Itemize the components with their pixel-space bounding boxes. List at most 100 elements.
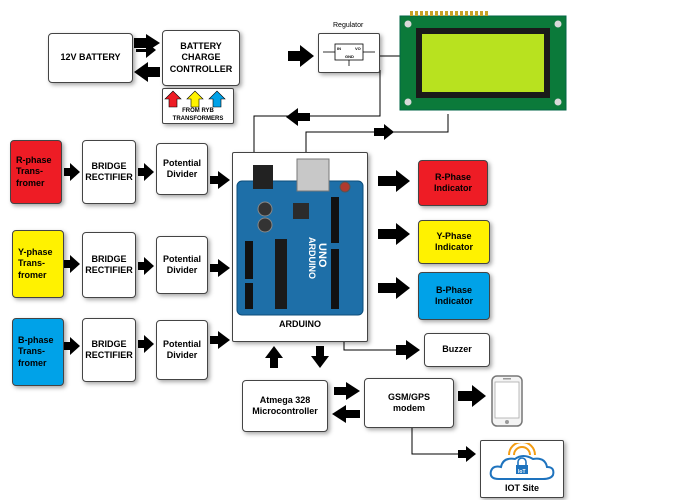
gsm-line1: GSM/GPS [387,391,430,402]
r-divider-line2: Divider [166,169,198,179]
battery-label: 12V BATTERY [60,52,121,63]
ryb-box: FROM RYB TRANSFORMERS [162,88,234,124]
controller-to-regulator-arrow [288,45,314,67]
micro-to-arduino-arrow-up [265,346,283,368]
y-rectifier-line1: BRIDGE [91,253,127,264]
b-transformer-to-rectifier-arrow [64,337,80,355]
r-phase-transformer: R-phase Trans- fromer [10,140,62,204]
arduino-label: ARDUINO [279,319,321,329]
charge-controller-box: BATTERY CHARGE CONTROLLER [162,30,240,86]
iot-cloud-text: IoT [518,469,526,475]
r-rectifier-line1: BRIDGE [91,160,127,171]
r-transformer-line2: Trans- [16,166,44,177]
b-indicator-arrow [378,277,410,299]
micro-to-gsm-arrow [334,382,360,400]
regulator-box: IN VO GND [318,33,380,73]
r-divider-to-arduino-arrow [210,171,230,189]
smartphone-icon [491,375,523,427]
gsm-to-iot-wire [411,428,460,455]
y-indicator-line1: Y-Phase [436,230,472,241]
r-indicator-arrow [378,170,410,192]
r-bridge-rectifier: BRIDGE RECTIFIER [82,140,136,204]
regulator-out-pin: VO [355,46,361,51]
buzzer-arrow [396,340,420,360]
b-transformer-line3: fromer [18,357,47,368]
ryb-caption-line2: TRANSFORMERS [172,115,224,122]
y-divider-line1: Potential [162,253,201,264]
r-transformer-to-rectifier-arrow [64,163,80,181]
controller-to-battery-arrow [134,62,160,82]
y-indicator-arrow [378,223,410,245]
r-divider-line1: Potential [162,157,201,168]
iot-arrow [458,446,476,462]
lcd-display [399,11,567,111]
arduino-box: ARDUINO UNO ARDUINO [232,152,368,342]
b-indicator-line1: B-Phase [435,284,472,295]
micro-line2: Microcontroller [252,406,318,416]
microcontroller-box: Atmega 328 Microcontroller [242,380,328,432]
b-indicator-line2: Indicator [434,296,473,306]
battery-to-controller-arrow [134,34,160,58]
regulator-icon: IN VO GND [323,43,375,66]
y-transformer-line2: Trans- [18,258,46,269]
b-transformer-line1: B-phase [18,335,54,346]
board-model-text: UNO [316,243,328,268]
b-phase-transformer: B-phase Trans- fromer [12,318,64,386]
gsm-modem-box: GSM/GPS modem [364,378,454,428]
y-potential-divider: Potential Divider [156,236,208,294]
y-divider-line2: Divider [166,265,198,275]
arduino-board-image: ARDUINO UNO [236,158,364,316]
b-rectifier-to-divider-arrow [138,335,154,353]
y-transformer-line1: Y-phase [18,247,53,258]
y-transformer-line3: fromer [18,269,47,280]
board-brand-text: ARDUINO [307,237,317,279]
y-rectifier-line2: RECTIFIER [85,265,133,275]
controller-line1: BATTERY [180,41,222,52]
iot-site-box: IoT IOT Site [480,440,564,498]
gsm-to-micro-arrow [332,405,360,423]
b-rectifier-line2: RECTIFIER [85,350,133,360]
y-divider-to-arduino-arrow [210,259,230,277]
b-potential-divider: Potential Divider [156,320,208,380]
r-indicator-line1: R-Phase [434,171,471,182]
gsm-to-phone-arrow [458,385,486,407]
arduino-to-micro-arrow-down [311,346,329,368]
b-divider-line1: Potential [162,338,201,349]
y-indicator-line2: Indicator [434,242,473,252]
r-rectifier-line2: RECTIFIER [85,172,133,182]
b-divider-line2: Divider [166,350,198,360]
r-rectifier-to-divider-arrow [138,163,154,181]
iot-cloud-icon: IoT [489,443,555,480]
y-phase-indicator: Y-Phase Indicator [418,220,490,264]
regulator-gnd-pin: GND [345,54,354,59]
r-potential-divider: Potential Divider [156,143,208,195]
iot-label: IOT Site [504,482,539,493]
b-bridge-rectifier: BRIDGE RECTIFIER [82,318,136,382]
y-transformer-to-rectifier-arrow [64,255,80,273]
r-transformer-line3: fromer [16,177,45,188]
ryb-arrows-icon [164,90,226,108]
buzzer-label: Buzzer [442,344,472,355]
gsm-line2: modem [392,403,425,413]
arduino-to-buzzer-wire [343,340,398,351]
y-rectifier-to-divider-arrow [138,257,154,275]
battery-box: 12V BATTERY [48,33,133,83]
y-phase-transformer: Y-phase Trans- fromer [12,230,64,298]
b-divider-to-arduino-arrow [210,331,230,349]
r-indicator-line2: Indicator [433,183,472,193]
regulator-title: Regulator [333,22,364,29]
ryb-caption-line1: FROM RYB [182,108,214,114]
r-phase-indicator: R-Phase Indicator [418,160,488,206]
r-transformer-line1: R-phase [16,155,52,166]
micro-line1: Atmega 328 [259,394,311,405]
regulator-in-pin: IN [337,46,341,51]
regulator-to-arduino-wire [253,70,381,152]
controller-line3: CONTROLLER [169,63,233,74]
b-phase-indicator: B-Phase Indicator [418,272,490,320]
power-arrow-left [286,108,310,126]
b-rectifier-line1: BRIDGE [91,338,127,349]
b-transformer-line2: Trans- [18,346,46,357]
buzzer-box: Buzzer [424,333,490,367]
